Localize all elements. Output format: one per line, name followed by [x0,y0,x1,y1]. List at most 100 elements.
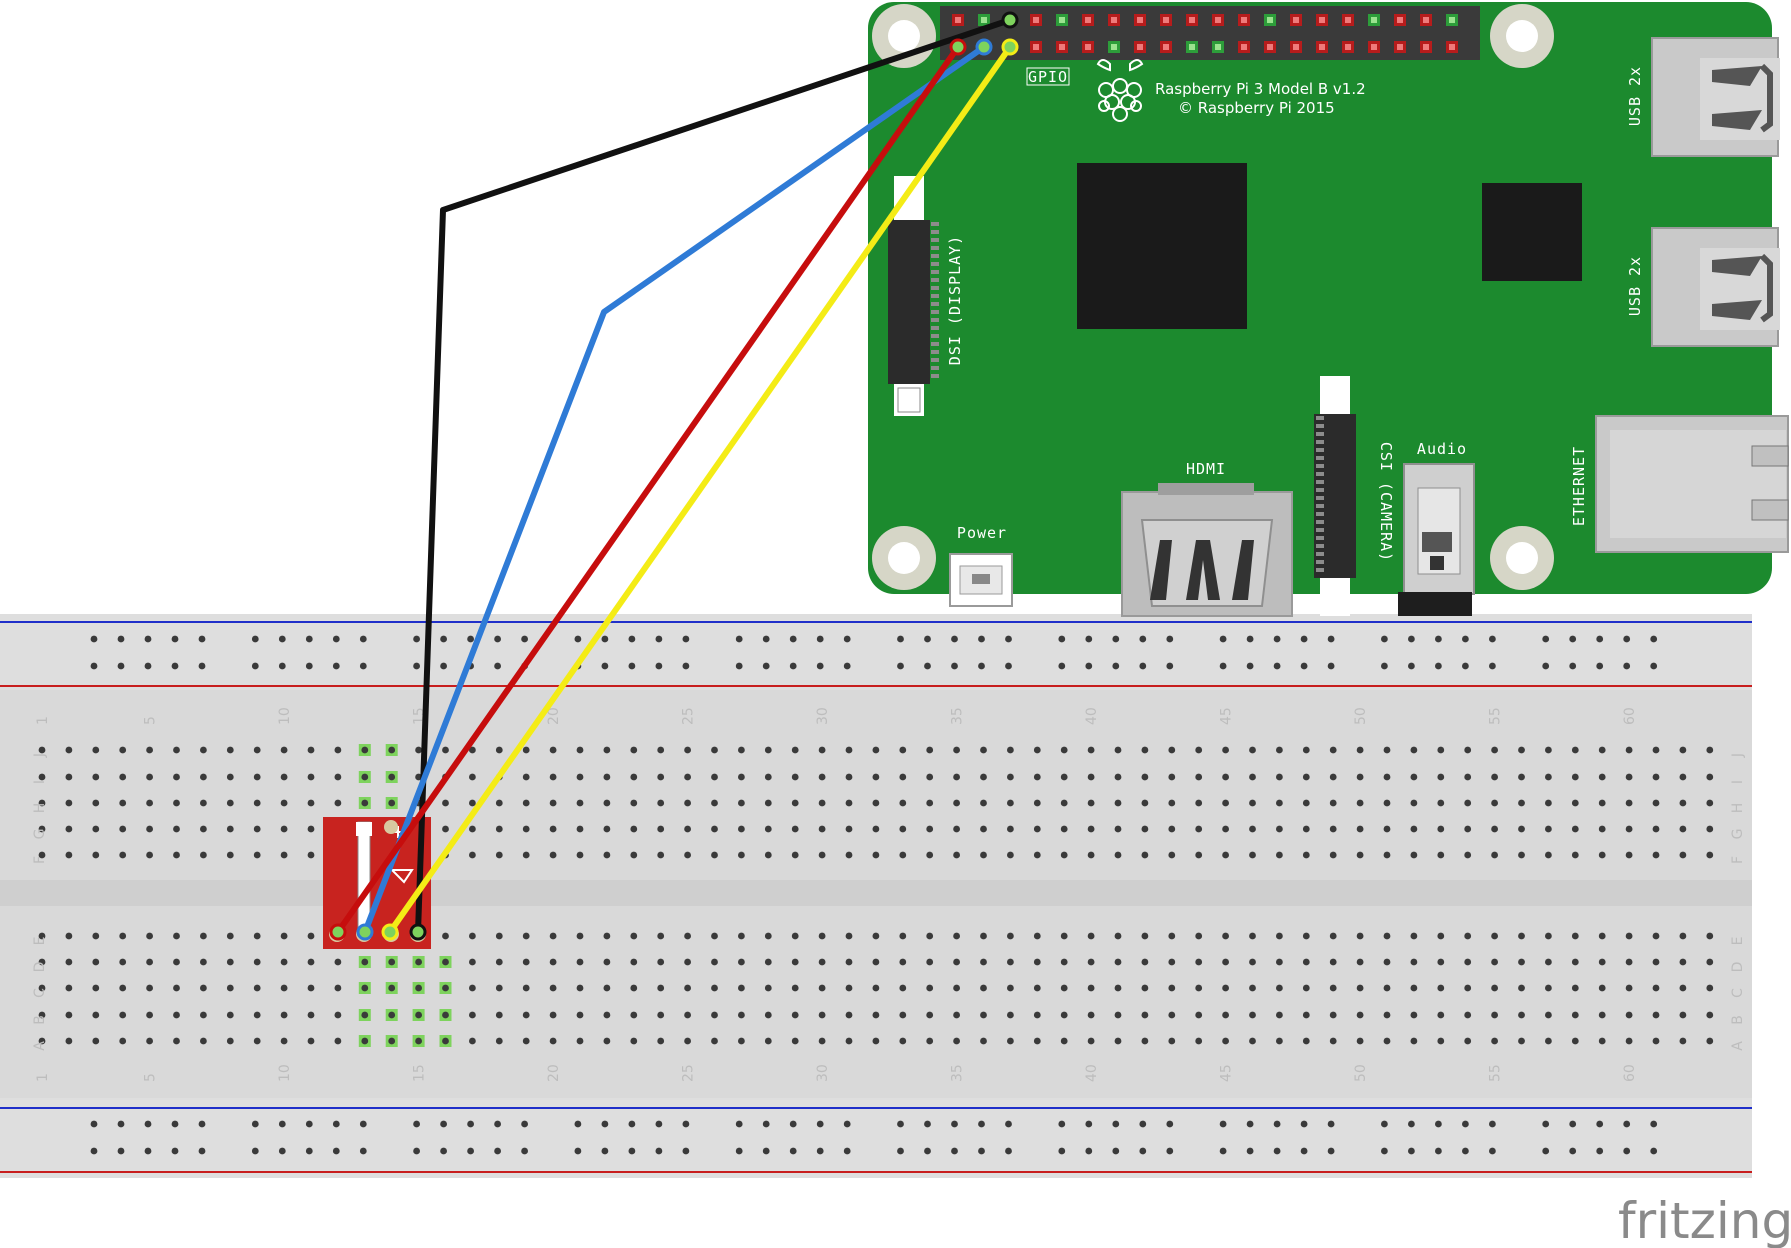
bb-hole [764,932,772,940]
rail-hole [951,635,958,643]
bb-hole [818,984,826,992]
bb-hole [1652,984,1660,992]
rail-hole [278,662,286,670]
rail-hole [1300,662,1308,670]
bb-hole [334,1011,342,1019]
bb-hole [872,746,880,754]
rail-hole [1381,662,1388,670]
bb-hole [1302,773,1310,781]
bb-hole [1625,773,1633,781]
bb-hole [1545,958,1552,966]
rail-hole [762,1147,770,1155]
bb-hole [119,1011,127,1019]
bb-hole [1706,773,1714,781]
bb-hole [1625,799,1633,807]
connector-contact [931,302,939,306]
gpio-pin-core [1241,17,1247,23]
rail-hole [359,635,367,643]
bb-hole [1249,958,1256,966]
bb-hole [1356,851,1364,859]
bb-hole [469,746,476,754]
rail-hole [198,1120,206,1128]
csi-connector [1314,376,1356,616]
rail-hole [601,1120,609,1128]
bb-hole [980,746,987,754]
rail-hole [628,635,636,643]
rail-hole [171,662,179,670]
rail-hole [1435,635,1442,643]
bb-hole [1168,825,1176,833]
bb-hole [899,773,907,781]
bb-hole [711,958,718,966]
rail-hole [1085,635,1093,643]
bb-hole [657,1011,665,1019]
bb-hole [65,958,73,966]
bb-hole [1007,799,1014,807]
lan-chip [1482,183,1582,281]
bb-hole [119,1037,127,1045]
bb-hole [226,984,234,992]
bb-hole [1625,851,1633,859]
bb-hole [764,958,772,966]
bb-hole [1033,958,1041,966]
bb-hole [1033,1011,1041,1019]
column-number-top: 30 [815,707,831,725]
bb-hole [38,773,46,781]
bb-hole [388,1011,396,1019]
bb-hole [1249,851,1256,859]
rail-hole [1489,1147,1496,1155]
bb-hole [576,825,584,833]
bb-hole [1168,746,1176,754]
rail-hole [1246,1120,1254,1128]
rail-hole [1596,1147,1604,1155]
bb-hole [1276,984,1283,992]
bb-hole [711,1011,718,1019]
bb-hole [603,958,611,966]
rail-hole [1650,1147,1658,1155]
bb-hole [38,1011,46,1019]
bb-hole [1329,851,1337,859]
bb-hole [1087,984,1095,992]
gpio-label-box [1026,67,1070,86]
column-number-bottom: 35 [950,1064,966,1082]
rail-hole [1246,662,1254,670]
rail-hole [440,635,447,643]
bb-hole [1007,773,1014,781]
bb-hole [1168,984,1176,992]
bb-hole [1571,746,1579,754]
bb-hole [1356,746,1364,754]
rail-hole [305,1147,313,1155]
bb-hole [1195,984,1203,992]
connector-contact [931,246,939,250]
bb-hole [1518,984,1525,992]
rail-hole [1273,662,1281,670]
row-label-right: F [1730,856,1746,864]
bb-hole [1652,958,1660,966]
bb-hole [1598,984,1606,992]
rail-hole [1381,1147,1388,1155]
rail-hole [1435,662,1442,670]
bb-hole [872,773,880,781]
bb-hole [764,799,772,807]
gpio-pin-core [1163,17,1169,23]
bb-hole [764,1037,772,1045]
bb-hole [791,984,799,992]
bb-hole [522,825,530,833]
rail-hole [655,635,663,643]
bb-hole [845,1011,853,1019]
column-number-top: 45 [1219,707,1235,725]
bb-hole [388,799,396,807]
bb-hole [119,746,127,754]
bb-hole [1060,746,1068,754]
bb-hole [1383,799,1391,807]
bb-hole [495,958,503,966]
bb-hole [549,825,557,833]
bb-hole [1087,1011,1095,1019]
bb-hole [1383,958,1391,966]
bb-hole [953,746,960,754]
rail-hole [1327,635,1335,643]
bb-hole [738,851,745,859]
rail-hole [735,1120,743,1128]
rail-hole [1435,1120,1442,1128]
bb-hole [845,1037,853,1045]
